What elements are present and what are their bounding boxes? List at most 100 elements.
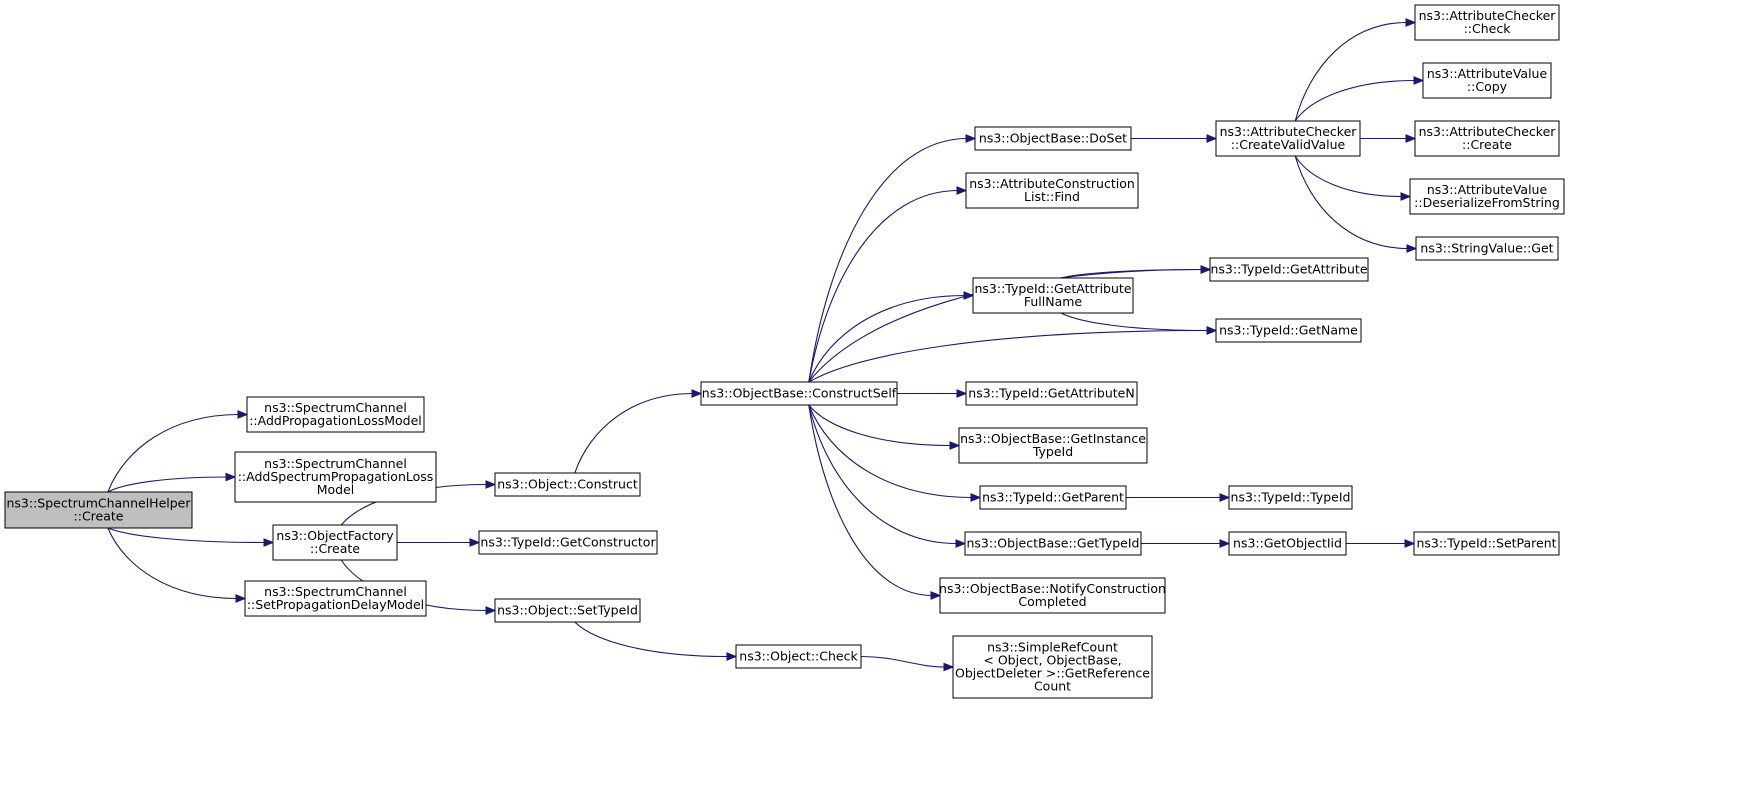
node-box	[972, 277, 1134, 314]
node-label: ns3::AttributeValue	[1427, 66, 1548, 81]
arrow-head-icon	[726, 652, 738, 661]
edge-root-to-set-delay	[107, 527, 247, 603]
node-label: FullName	[1024, 294, 1083, 309]
edge-line	[1294, 155, 1403, 198]
node-label: ns3::SpectrumChannel	[264, 400, 407, 415]
edge-line	[808, 404, 958, 545]
node-box	[1414, 4, 1560, 41]
edge-set-type-id-to-obj-check	[574, 621, 738, 661]
edge-line	[574, 392, 694, 474]
node-label: ns3::Object::Construct	[497, 477, 638, 492]
node-box	[272, 524, 398, 561]
node-label: ns3::ObjectBase::NotifyConstruction	[939, 581, 1166, 596]
node-box	[700, 381, 898, 406]
node-get-attr[interactable]: ns3::TypeId::GetAttribute	[1209, 257, 1369, 282]
node-do-set[interactable]: ns3::ObjectBase::DoSet	[974, 126, 1132, 151]
node-add-prop[interactable]: ns3::SpectrumChannel::AddPropagationLoss…	[246, 396, 425, 433]
arrow-head-icon	[1206, 326, 1218, 335]
node-box	[246, 396, 425, 433]
node-ref-count[interactable]: ns3::SimpleRefCount< Object, ObjectBase,…	[952, 635, 1153, 699]
arrow-head-icon	[963, 291, 975, 300]
arrow-head-icon	[1219, 493, 1231, 502]
node-av-deser[interactable]: ns3::AttributeValue::DeserializeFromStri…	[1409, 178, 1565, 215]
node-label: ns3::ObjectFactory	[276, 528, 394, 543]
node-label: ns3::GetObjectIid	[1233, 536, 1342, 551]
node-label: ns3::Object::Check	[739, 649, 858, 664]
node-box	[244, 580, 427, 617]
node-box	[478, 530, 658, 555]
node-get-type-id[interactable]: ns3::ObjectBase::GetTypeId	[964, 531, 1142, 556]
edge-construct-self-to-get-parent	[808, 404, 982, 502]
node-root[interactable]: ns3::SpectrumChannelHelper::Create	[4, 491, 193, 529]
node-label: ns3::AttributeValue	[1427, 182, 1548, 197]
edge-line	[808, 189, 959, 383]
arrow-head-icon	[469, 538, 481, 547]
node-box	[1215, 318, 1362, 343]
node-type-id-type-id[interactable]: ns3::TypeId::TypeId	[1228, 485, 1353, 510]
node-box	[979, 485, 1127, 510]
node-label: ::SetPropagationDelayModel	[247, 597, 424, 612]
edge-line	[1060, 268, 1203, 279]
node-set-type-id[interactable]: ns3::Object::SetTypeId	[494, 598, 641, 623]
node-construct[interactable]: ns3::Object::Construct	[494, 472, 641, 497]
node-construct-self[interactable]: ns3::ObjectBase::ConstructSelf	[700, 381, 898, 406]
edge-do-set-to-create-valid	[1131, 134, 1218, 143]
node-ac-create[interactable]: ns3::AttributeChecker::Create	[1414, 120, 1560, 157]
edge-line	[808, 294, 966, 383]
node-label: ::AddSpectrumPropagationLoss	[238, 469, 434, 484]
node-label: < Object, ObjectBase,	[983, 653, 1121, 668]
node-obj-factory[interactable]: ns3::ObjectFactory::Create	[272, 524, 398, 561]
arrow-head-icon	[237, 410, 249, 419]
node-label: ns3::TypeId::GetAttribute	[1210, 262, 1367, 277]
node-box	[735, 644, 862, 669]
node-label: ns3::TypeId::TypeId	[1231, 490, 1351, 505]
node-get-parent[interactable]: ns3::TypeId::GetParent	[979, 485, 1127, 510]
node-get-attr-n[interactable]: ns3::TypeId::GetAttributeN	[965, 381, 1138, 406]
node-label: ns3::SimpleRefCount	[987, 640, 1118, 655]
node-create-valid[interactable]: ns3::AttributeChecker::CreateValidValue	[1215, 120, 1361, 157]
node-box	[1209, 257, 1369, 282]
arrow-head-icon	[1219, 539, 1231, 548]
node-box	[1415, 236, 1559, 261]
node-box	[1228, 485, 1353, 510]
edge-create-valid-to-sv-get	[1294, 155, 1418, 253]
node-get-object-iid[interactable]: ns3::GetObjectIid	[1228, 531, 1347, 556]
node-box	[965, 172, 1139, 209]
edge-obj-check-to-ref-count	[860, 655, 955, 672]
edge-create-valid-to-av-deser	[1294, 155, 1412, 201]
node-set-delay[interactable]: ns3::SpectrumChannel::SetPropagationDela…	[244, 580, 427, 617]
node-label: Model	[317, 482, 355, 497]
edge-construct-self-to-do-set	[808, 134, 977, 383]
node-label: List::Find	[1024, 189, 1080, 204]
node-ac-check[interactable]: ns3::AttributeChecker::Check	[1414, 4, 1560, 41]
node-box	[974, 126, 1132, 151]
edge-line	[1294, 155, 1409, 250]
node-label: ns3::Object::SetTypeId	[497, 603, 638, 618]
edge-line	[107, 527, 238, 600]
node-get-name[interactable]: ns3::TypeId::GetName	[1215, 318, 1362, 343]
node-sv-get[interactable]: ns3::StringValue::Get	[1415, 236, 1559, 261]
node-av-copy[interactable]: ns3::AttributeValue::Copy	[1422, 62, 1552, 99]
node-label: ns3::SpectrumChannelHelper	[6, 496, 191, 511]
node-label: ns3::AttributeChecker	[1419, 8, 1557, 23]
node-box	[1413, 531, 1560, 556]
node-box	[964, 531, 1142, 556]
node-set-parent[interactable]: ns3::TypeId::SetParent	[1413, 531, 1560, 556]
node-box	[1215, 120, 1361, 157]
arrow-head-icon	[1200, 265, 1212, 274]
edge-line	[860, 655, 946, 668]
arrow-head-icon	[965, 134, 977, 143]
node-obj-check[interactable]: ns3::Object::Check	[735, 644, 862, 669]
arrow-head-icon	[691, 389, 703, 398]
edge-line	[107, 413, 240, 493]
node-notify[interactable]: ns3::ObjectBase::NotifyConstructionCompl…	[939, 577, 1166, 614]
node-get-ctor[interactable]: ns3::TypeId::GetConstructor	[478, 530, 658, 555]
node-label: ns3::TypeId::GetAttribute	[974, 281, 1131, 296]
node-box	[234, 451, 437, 503]
node-add-spec[interactable]: ns3::SpectrumChannel::AddSpectrumPropaga…	[234, 451, 437, 503]
edge-line	[808, 268, 1203, 383]
